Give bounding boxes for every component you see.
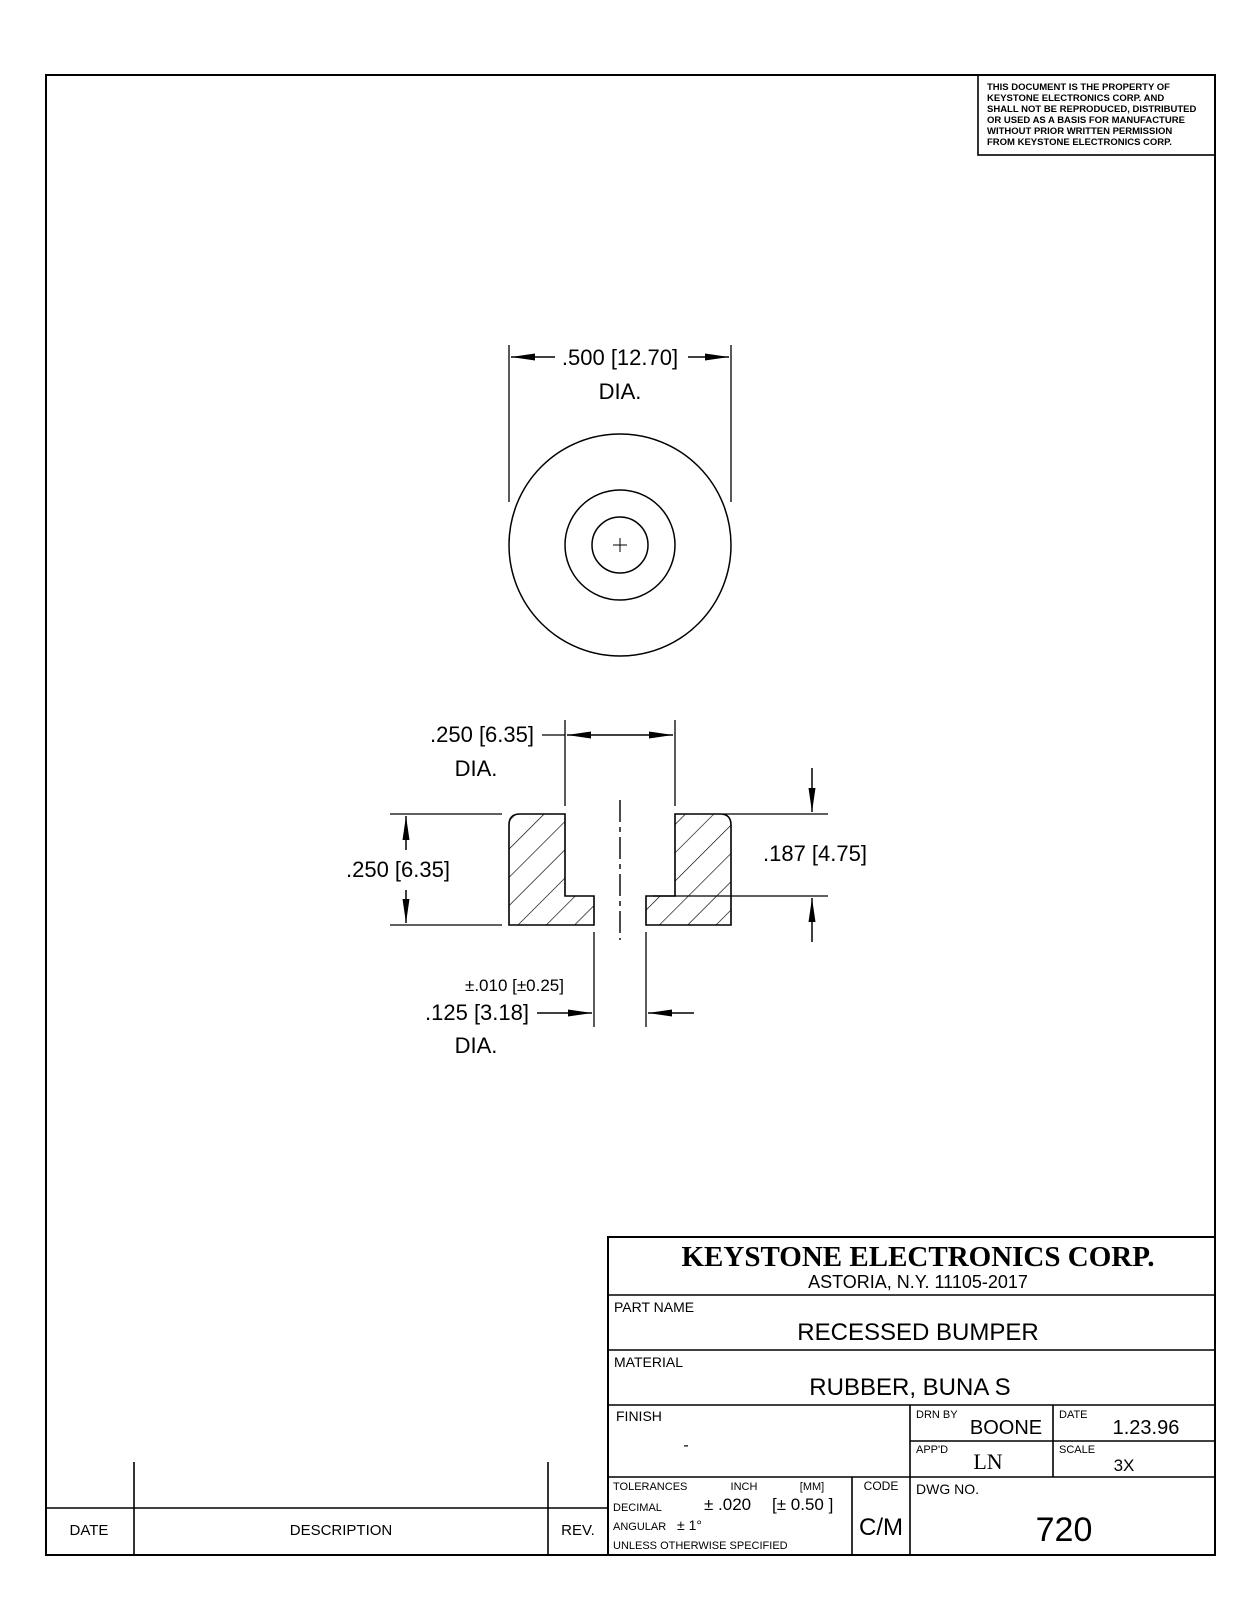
part-name-label: PART NAME (614, 1299, 694, 1315)
notice-line-1: THIS DOCUMENT IS THE PROPERTY OF (987, 82, 1170, 93)
dwg-no-value: 720 (1036, 1511, 1093, 1549)
rev-header: REV. (561, 1522, 595, 1539)
hole-dia-label: .125 [3.18] (425, 1000, 529, 1025)
notice-line-5: WITHOUT PRIOR WRITTEN PERMISSION (987, 126, 1172, 137)
notice-line-6: FROM KEYSTONE ELECTRONICS CORP. (987, 137, 1172, 148)
hole-tol-label: ±.010 [±0.25] (465, 976, 564, 995)
hole-dia-suffix: DIA. (455, 1033, 498, 1058)
drawing-border (45, 74, 1216, 1556)
decimal-tol: ± .020 (704, 1495, 751, 1514)
date-value: 1.23.96 (1113, 1417, 1180, 1439)
decimal-label: DECIMAL (613, 1502, 662, 1514)
code-label: CODE (864, 1479, 899, 1493)
code-value: C/M (859, 1514, 903, 1541)
drn-by-label: DRN BY (916, 1409, 958, 1421)
company-address: ASTORIA, N.Y. 11105-2017 (808, 1272, 1028, 1292)
drn-by-value: BOONE (970, 1417, 1042, 1439)
finish-label: FINISH (616, 1408, 662, 1424)
notice-line-2: KEYSTONE ELECTRONICS CORP. AND (987, 93, 1164, 104)
company-name: KEYSTONE ELECTRONICS CORP. (682, 1241, 1155, 1273)
dwg-no-label: DWG NO. (916, 1481, 979, 1497)
proprietary-notice: THIS DOCUMENT IS THE PROPERTY OF KEYSTON… (977, 74, 1216, 156)
notice-line-4: OR USED AS A BASIS FOR MANUFACTURE (987, 115, 1185, 126)
appd-value: LN (973, 1449, 1002, 1474)
rev-description-header: DESCRIPTION (290, 1522, 393, 1539)
section-left (508, 813, 595, 926)
depth-label: .187 [4.75] (763, 841, 867, 866)
recess-dia-suffix: DIA. (455, 756, 498, 781)
appd-label: APP'D (916, 1444, 948, 1456)
mm-label: [MM] (800, 1481, 824, 1493)
title-block: KEYSTONE ELECTRONICS CORP. ASTORIA, N.Y.… (607, 1236, 1216, 1556)
material-value: RUBBER, BUNA S (809, 1374, 1010, 1401)
scale-value: 3X (1114, 1456, 1135, 1475)
hole-circle (591, 516, 649, 574)
unless-note: UNLESS OTHERWISE SPECIFIED (613, 1540, 788, 1552)
section-view: .250 [6.35] DIA. .250 [6.35] .187 [4.75]… (346, 720, 867, 1058)
scale-label: SCALE (1059, 1444, 1095, 1456)
rev-date-header: DATE (70, 1522, 109, 1539)
decimal-tol-mm: [± 0.50 ] (772, 1495, 833, 1514)
part-name-value: RECESSED BUMPER (797, 1319, 1038, 1346)
outer-circle (508, 433, 732, 657)
angular-label: ANGULAR (613, 1521, 666, 1533)
height-label: .250 [6.35] (346, 857, 450, 882)
material-label: MATERIAL (614, 1354, 683, 1370)
recess-dia-label: .250 [6.35] (430, 722, 534, 747)
recess-circle (564, 489, 676, 601)
top-view: .500 [12.70] DIA. (508, 345, 732, 657)
revision-block: DATE DESCRIPTION REV. (46, 1462, 608, 1555)
angular-tol: ± 1° (677, 1517, 702, 1533)
outer-dia-label: .500 [12.70] (562, 345, 678, 370)
finish-value: - (683, 1437, 688, 1454)
date-label: DATE (1059, 1409, 1088, 1421)
notice-line-3: SHALL NOT BE REPRODUCED, DISTRIBUTED (987, 104, 1197, 115)
tolerances-label: TOLERANCES (613, 1481, 687, 1493)
outer-dia-suffix: DIA. (599, 379, 642, 404)
inch-label: INCH (731, 1481, 758, 1493)
section-right (645, 813, 732, 926)
